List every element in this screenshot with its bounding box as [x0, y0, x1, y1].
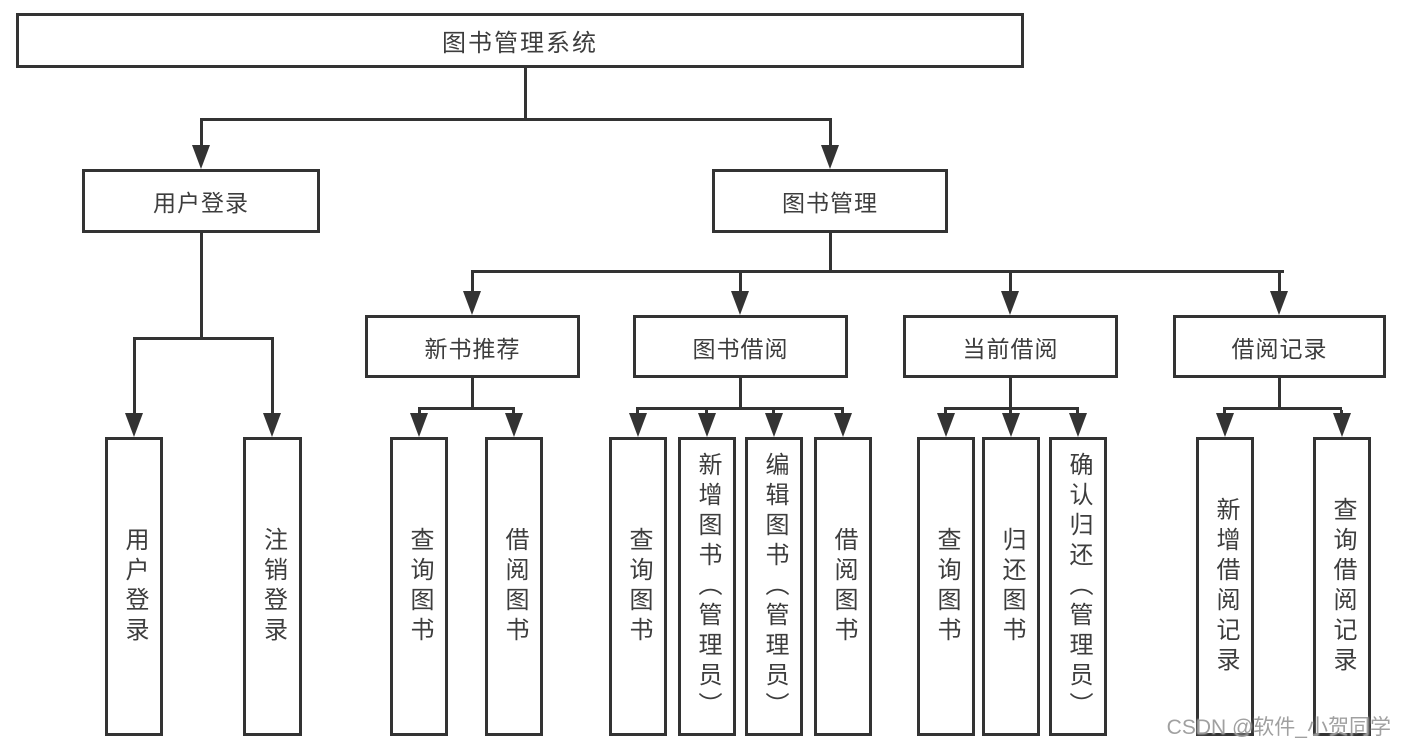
leaf-confirm-return-admin: 确认归还（管理员）	[1049, 437, 1107, 736]
leaf-label: 借阅图书	[501, 526, 528, 647]
arrow-down-icon	[698, 413, 716, 437]
connector-line	[636, 407, 844, 410]
connector-line	[471, 273, 474, 291]
node-user-login: 用户登录	[82, 169, 320, 233]
connector-line	[418, 407, 515, 410]
leaf-add-book-admin: 新增图书（管理员）	[678, 437, 736, 736]
connector-line	[200, 118, 832, 121]
csdn-watermark: CSDN @软件_小贺同学	[1166, 716, 1391, 739]
arrow-down-icon	[505, 413, 523, 437]
arrow-down-icon	[192, 145, 210, 169]
leaf-label: 注销登录	[259, 526, 287, 647]
leaf-return-books: 归还图书	[982, 437, 1040, 736]
arrow-down-icon	[463, 291, 481, 315]
arrow-down-icon	[834, 413, 852, 437]
leaf-label: 新增图书（管理员）	[694, 451, 721, 722]
leaf-label: 查询图书	[406, 526, 433, 647]
connector-line	[739, 273, 742, 291]
leaf-edit-book-admin: 编辑图书（管理员）	[745, 437, 803, 736]
connector-line	[471, 270, 1284, 273]
connector-line	[133, 340, 136, 413]
connector-line	[1223, 407, 1342, 410]
arrow-down-icon	[125, 413, 143, 437]
arrow-down-icon	[1069, 413, 1087, 437]
connector-line	[829, 233, 832, 270]
connector-line	[944, 407, 1079, 410]
arrow-down-icon	[1216, 413, 1234, 437]
node-book-management: 图书管理	[712, 169, 948, 233]
node-book-borrowing: 图书借阅	[633, 315, 848, 378]
leaf-label: 归还图书	[998, 526, 1025, 647]
leaf-label: 查询借阅记录	[1329, 496, 1356, 677]
connector-line	[200, 233, 203, 337]
leaf-logout: 注销登录	[243, 437, 302, 736]
connector-line	[1278, 378, 1281, 407]
leaf-borrow-books-borrowing: 借阅图书	[814, 437, 872, 736]
arrow-down-icon	[410, 413, 428, 437]
leaf-label: 编辑图书（管理员）	[761, 451, 788, 722]
leaf-label: 借阅图书	[830, 526, 857, 647]
connector-line	[1009, 273, 1012, 291]
connector-line	[1009, 378, 1012, 407]
node-library-management-system: 图书管理系统	[16, 13, 1024, 68]
arrow-down-icon	[937, 413, 955, 437]
leaf-user-login: 用户登录	[105, 437, 163, 736]
leaf-label: 查询图书	[933, 526, 960, 647]
arrow-down-icon	[1270, 291, 1288, 315]
connector-line	[200, 121, 203, 147]
connector-line	[271, 340, 274, 413]
connector-line	[471, 378, 474, 407]
leaf-query-books-recommend: 查询图书	[390, 437, 448, 736]
arrow-down-icon	[1333, 413, 1351, 437]
connector-line	[739, 378, 742, 407]
connector-line	[1278, 273, 1281, 291]
arrow-down-icon	[629, 413, 647, 437]
arrow-down-icon	[821, 145, 839, 169]
leaf-query-borrow-record: 查询借阅记录	[1313, 437, 1371, 736]
arrow-down-icon	[765, 413, 783, 437]
leaf-query-books-current: 查询图书	[917, 437, 975, 736]
leaf-label: 确认归还（管理员）	[1065, 451, 1092, 722]
arrow-down-icon	[1002, 413, 1020, 437]
node-current-borrowing: 当前借阅	[903, 315, 1118, 378]
leaf-borrow-books-recommend: 借阅图书	[485, 437, 543, 736]
connector-line	[829, 121, 832, 147]
connector-line	[524, 68, 527, 118]
arrow-down-icon	[1001, 291, 1019, 315]
arrow-down-icon	[731, 291, 749, 315]
leaf-label: 新增借阅记录	[1212, 496, 1239, 677]
leaf-add-borrow-record: 新增借阅记录	[1196, 437, 1254, 736]
leaf-label: 查询图书	[625, 526, 652, 647]
connector-line	[133, 337, 274, 340]
arrow-down-icon	[263, 413, 281, 437]
node-new-book-recommendation: 新书推荐	[365, 315, 580, 378]
leaf-label: 用户登录	[121, 526, 148, 647]
leaf-query-books-borrowing: 查询图书	[609, 437, 667, 736]
node-borrowing-records: 借阅记录	[1173, 315, 1386, 378]
